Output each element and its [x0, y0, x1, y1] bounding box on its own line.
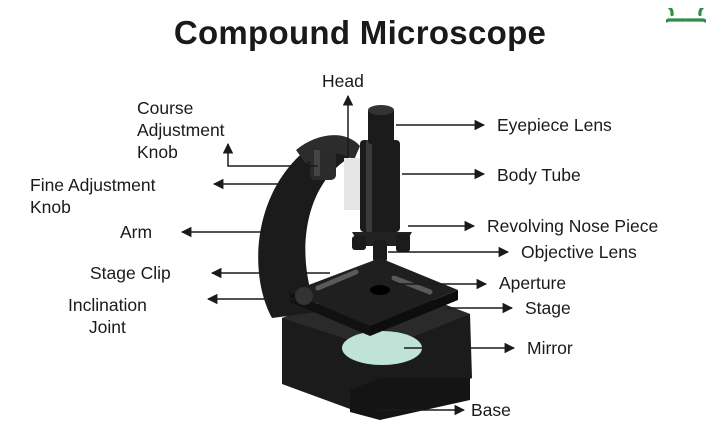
- label-inclination-joint: Inclination Joint: [68, 295, 147, 337]
- geeksforgeeks-logo: [666, 8, 706, 23]
- label-stage-clip: Stage Clip: [90, 263, 171, 283]
- label-fine-adjustment-knob: Fine Adjustment Knob: [30, 175, 156, 217]
- label-mirror: Mirror: [527, 338, 573, 358]
- stage-part: [290, 258, 458, 336]
- label-revolving-nose-piece: Revolving Nose Piece: [487, 216, 659, 236]
- label-eyepiece-lens: Eyepiece Lens: [497, 115, 612, 135]
- label-body-tube: Body Tube: [497, 165, 581, 185]
- fine-adjustment-knob-part: [310, 146, 336, 180]
- nose-piece-part: [352, 232, 412, 262]
- leader-lines: [180, 94, 516, 416]
- label-course-adjustment-knob: Course Adjustment Knob: [137, 98, 225, 162]
- mirror-part: [342, 331, 422, 365]
- label-objective-lens: Objective Lens: [521, 242, 637, 262]
- label-aperture: Aperture: [499, 273, 567, 293]
- label-head: Head: [322, 71, 364, 91]
- label-stage: Stage: [525, 298, 571, 318]
- label-base: Base: [471, 400, 511, 420]
- body-tube-part: [344, 140, 400, 232]
- eyepiece-part: [368, 105, 394, 144]
- aperture-part: [370, 285, 390, 295]
- stage-clip-part: [315, 269, 359, 291]
- inclination-joint-part: [295, 287, 313, 305]
- page-title: Compound Microscope: [173, 14, 547, 51]
- label-arm: Arm: [120, 222, 153, 242]
